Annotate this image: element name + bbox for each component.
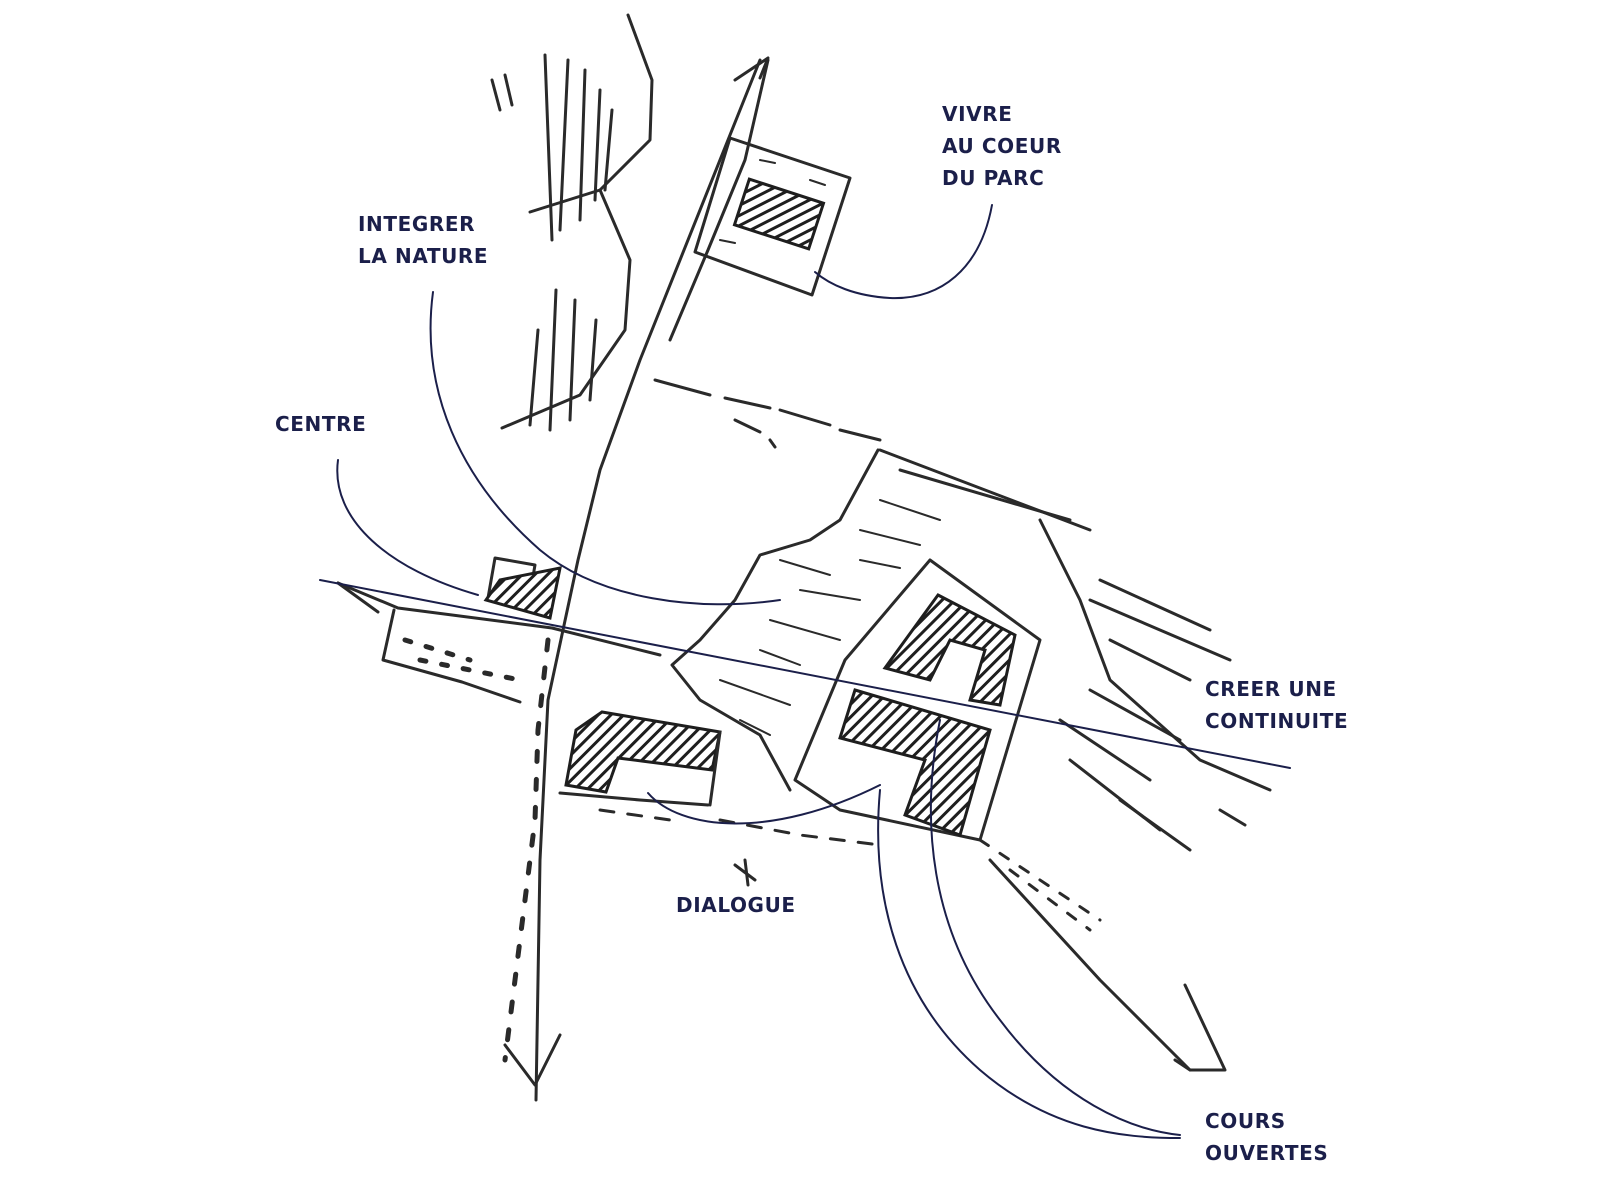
label-cours-ouvertes: COURS OUVERTES xyxy=(1205,1109,1329,1165)
label-dialogue: DIALOGUE xyxy=(676,893,796,917)
dashed-edges xyxy=(653,378,882,449)
leader-vivre xyxy=(814,204,993,300)
leader-cours-1 xyxy=(877,789,1181,1139)
label-integrer-la-nature: INTEGRER LA NATURE xyxy=(358,212,489,268)
building-west xyxy=(564,710,722,807)
building-north xyxy=(693,136,852,297)
leader-cours-2 xyxy=(929,719,1181,1136)
label-vivre-au-coeur-du-parc: VIVRE AU COEUR DU PARC xyxy=(942,102,1062,190)
continuity-line xyxy=(319,579,1291,769)
leader-dialogue xyxy=(647,784,881,825)
plaza-zone xyxy=(670,448,941,792)
tree-rows xyxy=(402,637,1102,1063)
building-east xyxy=(793,558,1042,842)
park-strokes-east xyxy=(878,448,1272,852)
main-street xyxy=(503,56,770,1102)
label-creer-une-continuite: CREER UNE CONTINUITE xyxy=(1205,677,1349,733)
label-centre: CENTRE xyxy=(275,412,367,436)
leader-centre xyxy=(336,459,479,596)
cross-street xyxy=(336,581,710,807)
southeast-street xyxy=(988,858,1227,1072)
building-centre xyxy=(483,556,562,620)
annotation-lines xyxy=(319,204,1291,1139)
park-strokes-north xyxy=(490,13,654,432)
leader-integrer xyxy=(429,291,781,606)
